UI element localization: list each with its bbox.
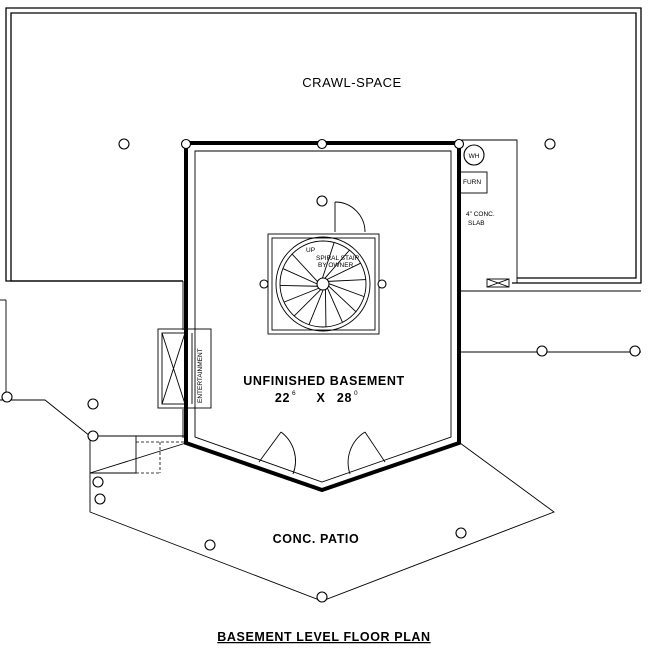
furnace-label: FURN [463,179,481,186]
stair-tread [324,289,327,327]
crawl-space-label: CRAWL-SPACE [302,75,401,90]
stair-tread [326,262,361,280]
spiral-stair [259,233,387,335]
svg-text:6: 6 [292,390,296,397]
stair-tread [308,289,324,325]
patio-label: CONC. PATIO [273,532,360,546]
stair-tread [280,285,318,287]
crawl-space-walls [5,7,642,284]
support-columns [1,138,641,603]
svg-text:28: 28 [337,391,352,405]
stair-tread [282,268,318,285]
entertainment-unit [157,328,212,409]
basement-label: UNFINISHED BASEMENT [243,374,404,388]
svg-text:22: 22 [275,391,290,405]
basement-walls [184,141,461,493]
stair-up-label: UP [306,247,315,254]
right-deck [458,283,641,353]
water-heater-label: WH [469,153,480,160]
patio-outline [89,442,555,602]
svg-text:0: 0 [354,390,358,397]
left-door-icon [258,431,296,475]
entertainment-label: ENTERTAINMENT [197,348,204,403]
basement-dimensions: 22 6 X 28 0 [275,390,358,405]
water-heater-icon [463,144,485,166]
slab-label-line1: 4" CONC. [466,211,495,218]
stair-tread [293,289,322,317]
left-deck [0,281,184,438]
stair-tread [322,242,335,279]
stair-tread [283,287,319,303]
interior-door-icon [334,201,366,233]
stair-tread [328,279,366,282]
stair-tread [326,287,343,323]
stair-label-line1: SPIRAL STAIR [316,255,360,262]
window-marker-icon [486,278,510,288]
stair-tread [328,285,357,312]
mechanical-area [458,139,518,283]
stair-tread [291,253,318,282]
slab-label-line2: SLAB [468,220,485,227]
plan-title: BASEMENT LEVEL FLOOR PLAN [217,630,430,644]
stair-tread [324,249,350,279]
steps [89,435,186,474]
stair-tread [328,283,365,298]
right-door-icon [347,431,386,475]
stair-label-line2: BY OWNER [318,262,354,269]
svg-text:X: X [317,391,326,405]
